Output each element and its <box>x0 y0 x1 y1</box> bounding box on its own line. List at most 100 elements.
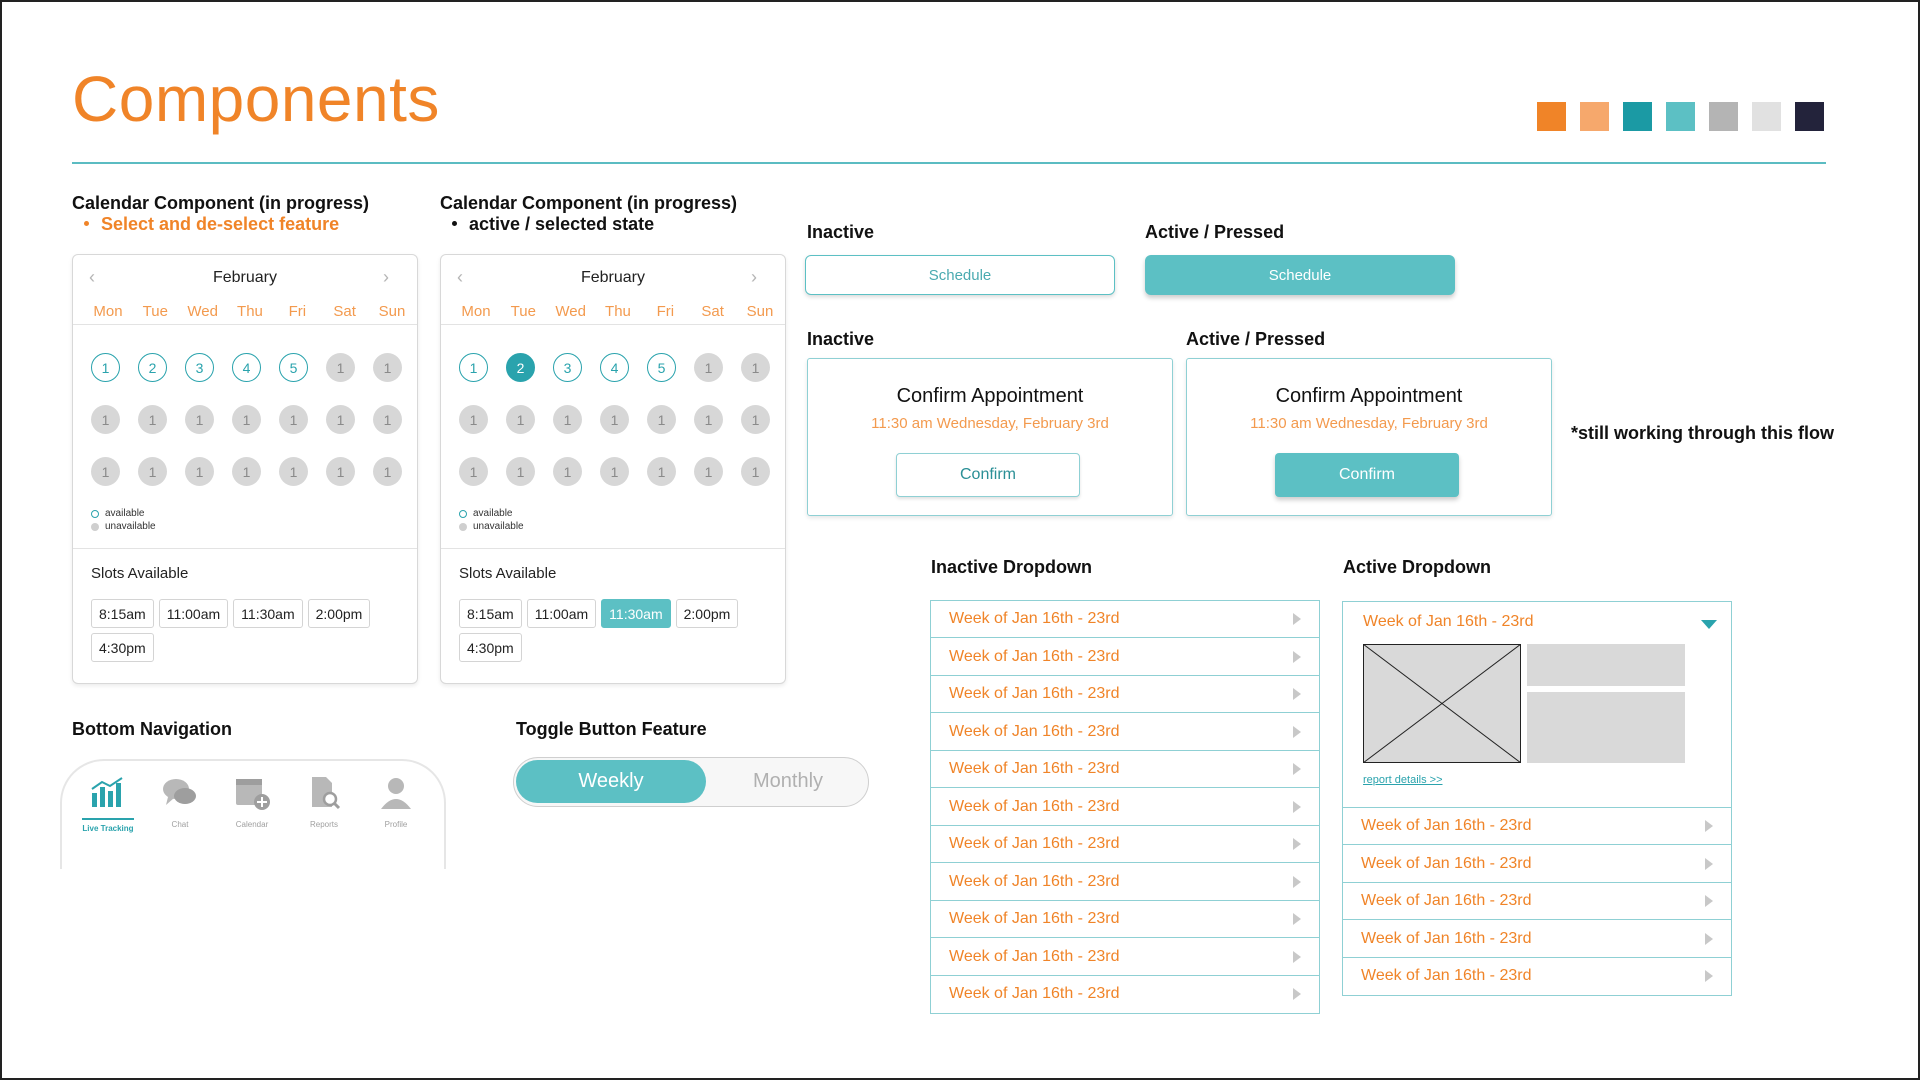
dropdown-item[interactable]: Week of Jan 16th - 23rd <box>930 674 1320 714</box>
time-slot[interactable]: 11:00am <box>158 599 229 628</box>
day-unavailable: 1 <box>694 457 723 486</box>
day-unavailable: 1 <box>232 457 261 486</box>
dropdown-item[interactable]: Week of Jan 16th - 23rd <box>930 937 1320 976</box>
day-unavailable: 1 <box>185 405 214 434</box>
day-unavailable: 1 <box>279 457 308 486</box>
chevron-left-icon[interactable]: ‹ <box>457 267 463 287</box>
time-slot[interactable]: 8:15am <box>459 599 522 628</box>
toggle-monthly-option[interactable]: Monthly <box>752 770 824 792</box>
schedule-button-inactive[interactable]: Schedule <box>805 255 1115 295</box>
time-slot[interactable]: 8:15am <box>91 599 154 628</box>
day-available[interactable]: 3 <box>553 353 582 382</box>
confirm-card-inactive: Confirm Appointment 11:30 am Wednesday, … <box>807 358 1173 516</box>
day-unavailable: 1 <box>600 405 629 434</box>
confirm-inactive-label: Inactive <box>807 329 875 349</box>
day-available[interactable]: 2 <box>138 353 167 382</box>
nav-item-live-tracking[interactable]: Live Tracking <box>74 775 142 833</box>
confirm-title: Confirm Appointment <box>1275 385 1463 407</box>
dropdown-item-label: Week of Jan 16th - 23rd <box>949 685 1120 702</box>
day-available[interactable]: 1 <box>459 353 488 382</box>
toggle-weekly-option[interactable]: Weekly <box>516 760 706 803</box>
dropdown-item-label: Week of Jan 16th - 23rd <box>949 835 1120 852</box>
weekday-label: Sat <box>333 303 356 320</box>
day-unavailable: 1 <box>741 457 770 486</box>
day-available[interactable]: 4 <box>232 353 261 382</box>
nav-item-calendar[interactable]: Calendar <box>218 775 286 833</box>
dropdown-active-open-panel[interactable]: Week of Jan 16th - 23rd report details >… <box>1342 601 1732 808</box>
time-slot[interactable]: 4:30pm <box>459 633 522 662</box>
day-available[interactable]: 4 <box>600 353 629 382</box>
dropdown-item[interactable]: Week of Jan 16th - 23rd <box>930 787 1320 826</box>
nav-item-chat[interactable]: Chat <box>146 775 214 833</box>
weekday-label: Tue <box>510 303 536 320</box>
day-unavailable: 1 <box>694 405 723 434</box>
caret-right-icon <box>1705 970 1713 982</box>
day-unavailable: 1 <box>138 457 167 486</box>
day-unavailable: 1 <box>600 457 629 486</box>
dropdown-item-label: Week of Jan 16th - 23rd <box>1361 892 1532 909</box>
time-slot[interactable]: 2:00pm <box>675 599 739 628</box>
calendar-divider <box>441 548 785 549</box>
dropdown-item[interactable]: Week of Jan 16th - 23rd <box>1342 956 1732 996</box>
weekday-label: Fri <box>656 303 675 320</box>
dropdown-item[interactable]: Week of Jan 16th - 23rd <box>930 637 1320 676</box>
schedule-button-active[interactable]: Schedule <box>1145 255 1455 295</box>
caret-right-icon <box>1293 988 1301 1000</box>
chevron-right-icon[interactable]: › <box>751 267 757 287</box>
dropdown-item[interactable]: Week of Jan 16th - 23rd <box>1342 844 1732 883</box>
available-dot-icon <box>459 509 467 518</box>
time-slot[interactable]: 11:00am <box>526 599 597 628</box>
dropdown-item[interactable]: Week of Jan 16th - 23rd <box>930 899 1320 939</box>
weekday-label: Tue <box>142 303 168 320</box>
day-unavailable: 1 <box>326 405 355 434</box>
nav-item-label: Reports <box>309 820 338 829</box>
day-unavailable: 1 <box>694 353 723 382</box>
color-swatch <box>1752 102 1781 131</box>
caret-down-icon[interactable] <box>1701 620 1717 629</box>
chevron-right-icon[interactable]: › <box>383 267 389 287</box>
bar-chart-icon <box>88 775 128 816</box>
nav-item-reports[interactable]: Reports <box>290 775 358 833</box>
day-available[interactable]: 5 <box>647 353 676 382</box>
time-slot[interactable]: 2:00pm <box>307 599 371 628</box>
dropdown-item-label: Week of Jan 16th - 23rd <box>949 947 1120 965</box>
dropdown-item[interactable]: Week of Jan 16th - 23rd <box>930 712 1320 751</box>
confirm-active-label: Active / Pressed <box>1186 329 1326 349</box>
placeholder-cross-icon <box>1363 644 1521 763</box>
legend-available-text: available <box>105 508 145 519</box>
dropdown-item-label: Week of Jan 16th - 23rd <box>949 760 1120 777</box>
dropdown-item[interactable]: Week of Jan 16th - 23rd <box>1342 806 1732 846</box>
day-available[interactable]: 5 <box>279 353 308 382</box>
dropdown-item[interactable]: Week of Jan 16th - 23rd <box>930 824 1320 864</box>
dropdown-item[interactable]: Week of Jan 16th - 23rd <box>930 862 1320 901</box>
day-available[interactable]: 1 <box>91 353 120 382</box>
caret-right-icon <box>1293 950 1301 963</box>
legend-unavailable-text: unavailable <box>473 521 524 532</box>
dropdown-item[interactable]: Week of Jan 16th - 23rd <box>930 974 1320 1014</box>
day-selected[interactable]: 2 <box>506 353 535 382</box>
caret-right-icon <box>1293 800 1301 813</box>
calendar1-heading-block: Calendar Component (in progress) Select … <box>72 193 369 235</box>
confirm-button-inactive[interactable]: Confirm <box>896 453 1080 497</box>
time-slot[interactable]: 4:30pm <box>91 633 154 662</box>
slots-title: Slots Available <box>459 565 557 582</box>
report-details-link[interactable]: report details >> <box>1363 774 1443 786</box>
day-unavailable: 1 <box>91 405 120 434</box>
nav-item-profile[interactable]: Profile <box>362 775 430 833</box>
dropdown-item-label: Week of Jan 16th - 23rd <box>949 910 1120 927</box>
confirm-button-active[interactable]: Confirm <box>1275 453 1459 497</box>
schedule-inactive-label: Inactive <box>807 222 875 242</box>
chevron-left-icon[interactable]: ‹ <box>89 267 95 287</box>
dropdown-item[interactable]: Week of Jan 16th - 23rd <box>1342 919 1732 958</box>
dropdown-item[interactable]: Week of Jan 16th - 23rd <box>930 599 1320 639</box>
flow-note: *still working through this flow <box>1571 423 1834 443</box>
dropdown-item-label: Week of Jan 16th - 23rd <box>949 985 1120 1002</box>
caret-right-icon <box>1705 932 1713 945</box>
day-available[interactable]: 3 <box>185 353 214 382</box>
dropdown-item[interactable]: Week of Jan 16th - 23rd <box>930 749 1320 789</box>
time-slot[interactable]: 11:30am <box>233 599 303 628</box>
time-slot-selected[interactable]: 11:30am <box>601 599 671 628</box>
dropdown-item[interactable]: Week of Jan 16th - 23rd <box>1342 881 1732 921</box>
